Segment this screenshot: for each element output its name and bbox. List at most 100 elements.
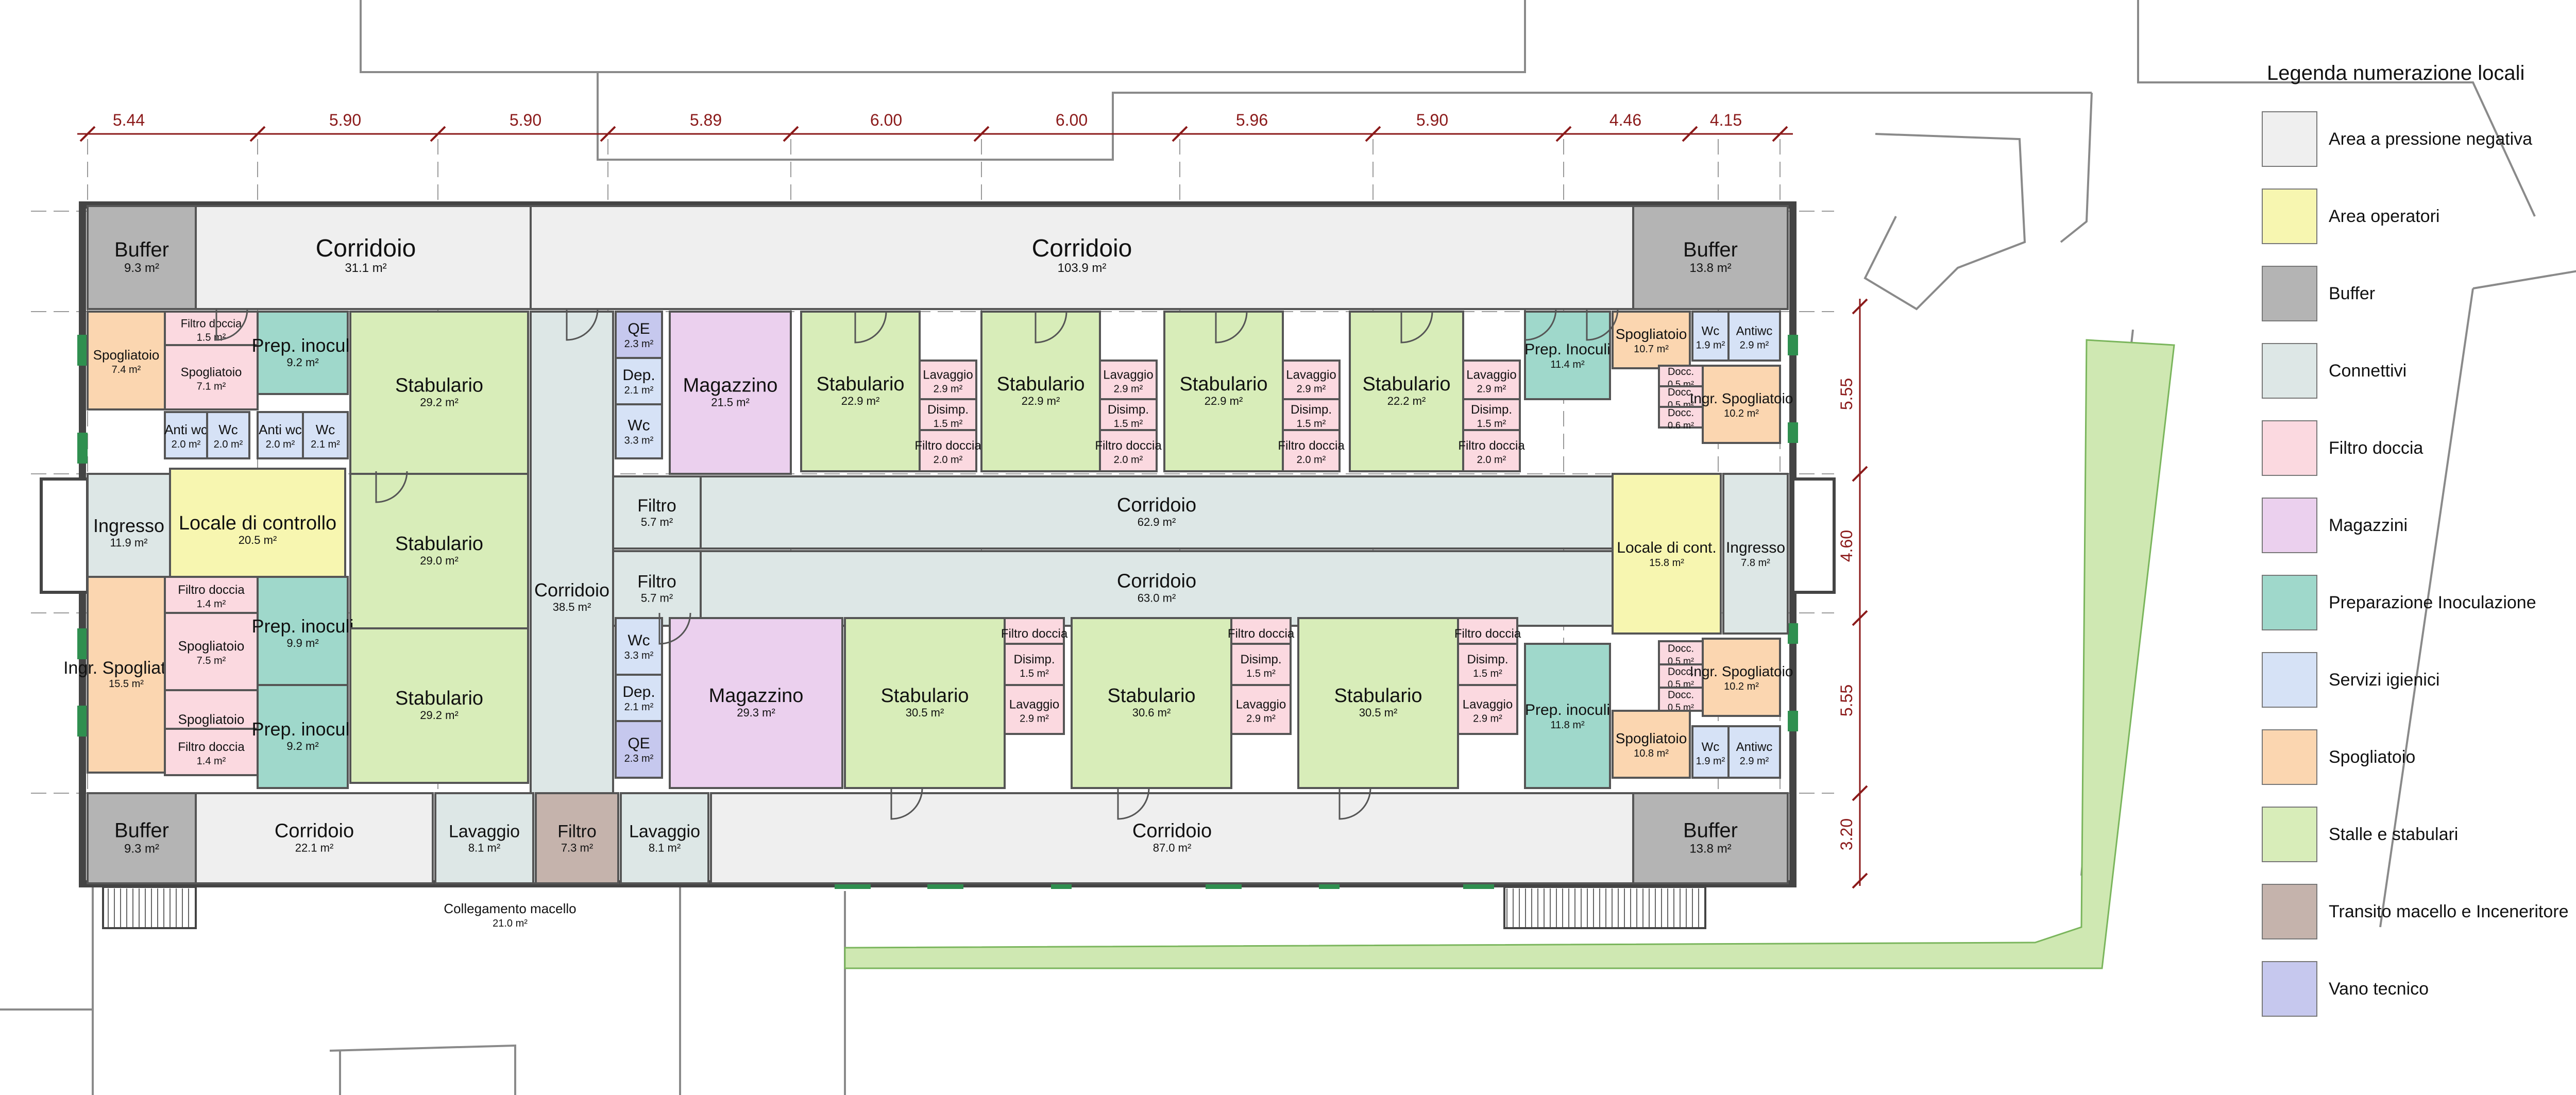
room: Disimp.1.5 m² (1282, 398, 1341, 431)
room-name: Prep. inoculi (251, 718, 353, 740)
legend-swatch (2262, 729, 2317, 785)
room-fill (349, 473, 529, 629)
room-name: Stabulario (1334, 685, 1422, 707)
room: Wc3.3 m² (615, 617, 663, 676)
legend-label: Area a pressione negativa (2329, 129, 2533, 149)
legend-title: Legenda numerazione locali (2267, 62, 2525, 84)
room: Anti wc2.0 m² (257, 411, 304, 459)
room-name: Wc (628, 417, 650, 434)
dim-label-top: 5.90 (510, 111, 541, 129)
room-name: Wc (218, 422, 238, 437)
dim-tick (1172, 126, 1188, 142)
room: Dep. 2.1 m² (615, 674, 663, 722)
room-name: Filtro (557, 822, 597, 842)
room-area: 2.0 m² (214, 439, 243, 450)
door-swing (658, 612, 691, 645)
room-area: 7.1 m² (197, 381, 226, 392)
room: QE2.3 m² (615, 720, 663, 779)
room-name: Filtro doccia (1001, 627, 1068, 641)
room-fill (1004, 684, 1065, 735)
dim-label-top: 5.96 (1236, 111, 1268, 129)
room-name: Wc (1702, 740, 1720, 754)
room-area: 2.9 m² (1473, 713, 1502, 725)
legend-swatch (2262, 498, 2317, 553)
room: Disimp.1.5 m² (1004, 643, 1065, 686)
room-name: Corridoio (316, 235, 416, 262)
room-fill (1658, 406, 1704, 429)
legend: Legenda numerazione locali Area a pressi… (2262, 62, 2576, 1028)
legend-swatch (2262, 575, 2317, 630)
dim-tick (1555, 126, 1572, 142)
room-fill (1457, 643, 1518, 686)
room-area: 13.8 m² (1689, 842, 1731, 856)
room-name: Disimp. (1240, 653, 1281, 666)
room-area: 10.2 m² (1724, 681, 1759, 692)
legend-label: Servizi igienici (2329, 670, 2440, 690)
room-area: 1.4 m² (197, 756, 226, 767)
room-area: 20.5 m² (239, 534, 277, 546)
room-fill (87, 792, 197, 884)
legend-item: Buffer (2262, 255, 2576, 332)
door-swing (1035, 311, 1067, 344)
room-name: Lavaggio (1009, 698, 1059, 712)
room-area: 1.4 m² (197, 598, 226, 610)
room-area: 30.6 m² (1132, 706, 1171, 719)
room: Anti wc2.0 m² (164, 411, 208, 459)
room-area: 7.4 m² (112, 364, 141, 375)
room-area: 29.3 m² (737, 706, 775, 719)
room-fill (1462, 398, 1521, 431)
window (77, 706, 88, 737)
room-name: Lavaggio (923, 368, 973, 382)
door-swing (215, 309, 248, 341)
room-area: 1.5 m² (1297, 418, 1326, 430)
room-fill (195, 792, 434, 884)
room-area: 13.8 m² (1689, 261, 1731, 275)
legend-label: Area operatori (2329, 206, 2440, 226)
room-name: Stabulario (816, 373, 904, 395)
legend-label: Preparazione Inoculazione (2329, 592, 2536, 612)
room-name: Filtro doccia (1458, 439, 1525, 453)
door-swing (1215, 311, 1248, 344)
room-area: 2.1 m² (311, 439, 340, 450)
room-fill (1099, 429, 1158, 472)
room-fill (1524, 311, 1611, 400)
legend-item: Area a pressione negativa (2262, 100, 2576, 178)
room-fill (1702, 638, 1781, 717)
room: QE2.3 m² (615, 311, 663, 359)
room-fill (434, 792, 534, 884)
window (77, 628, 88, 659)
dim-tick (783, 126, 799, 142)
room-name: Ingr. Spogliatoio (1690, 390, 1793, 406)
room-fill (1612, 473, 1722, 635)
room-area: 2.9 m² (1297, 384, 1326, 395)
room-area: 2.1 m² (624, 385, 654, 396)
room-name: Spogliatoio (181, 366, 242, 380)
room-name: Corridoio (534, 579, 609, 601)
legend-swatch (2262, 111, 2317, 167)
room-fill (87, 205, 197, 310)
room-area: 22.1 m² (295, 842, 334, 854)
room-fill (1457, 684, 1518, 735)
room-name: Locale di cont. (1617, 539, 1716, 556)
dim-label-top: 5.44 (113, 111, 145, 129)
room-fill (87, 576, 166, 774)
door-swing (854, 311, 887, 344)
room-fill (164, 344, 259, 410)
room: Wc3.3 m² (615, 403, 663, 459)
room-fill (615, 311, 663, 359)
room-area: 3.3 m² (624, 650, 654, 661)
room-name: Dep. (622, 683, 655, 700)
door-swing (1117, 788, 1150, 820)
room-name: Lavaggio (1236, 698, 1286, 712)
room-area: 2.1 m² (624, 702, 654, 713)
west-stair (102, 886, 197, 929)
